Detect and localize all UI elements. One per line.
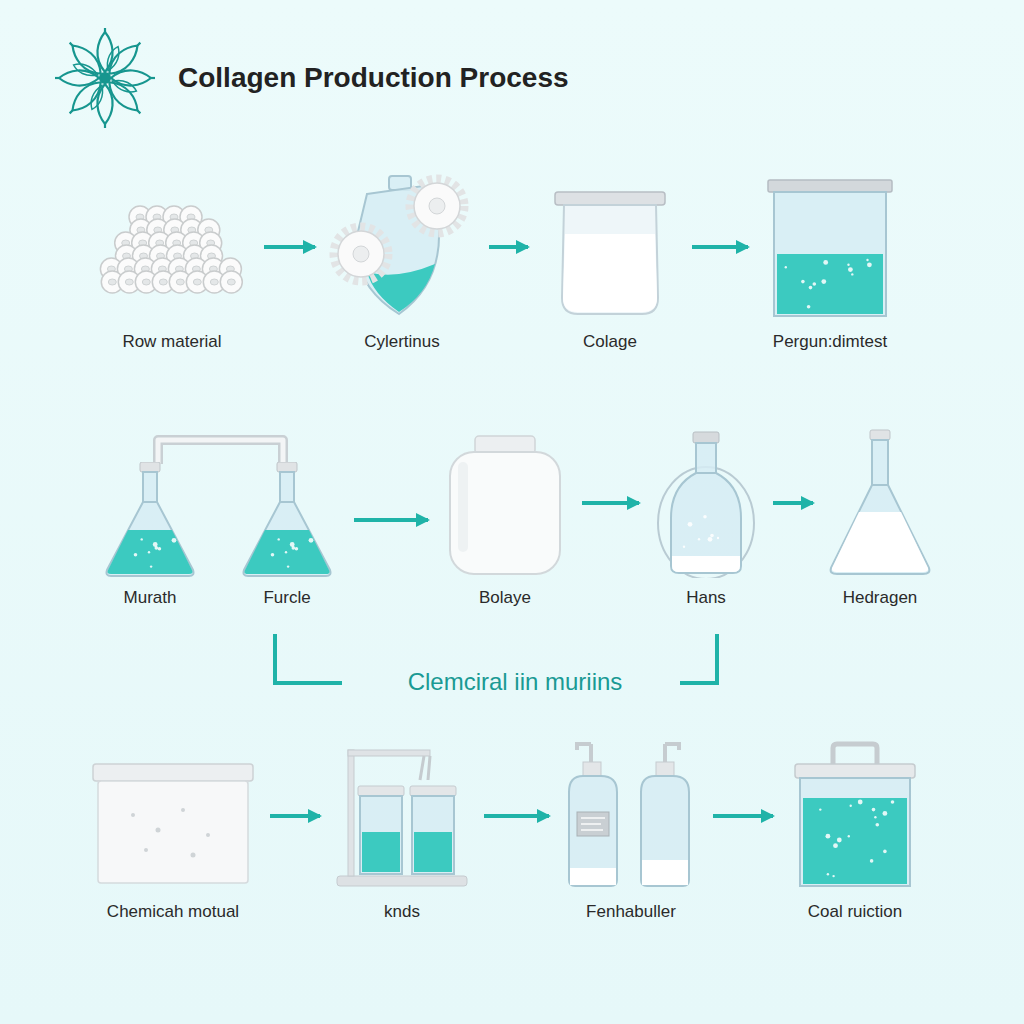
- step-label: Colage: [536, 332, 684, 352]
- equipment-illustration: [785, 740, 925, 892]
- flow-arrow: [713, 816, 773, 817]
- arrow-line: [582, 501, 639, 505]
- step-label: Fenhabuller: [557, 902, 705, 922]
- arrow-line: [692, 245, 748, 249]
- process-step: Coal ruiction: [781, 740, 929, 922]
- step-label: Row material: [88, 332, 256, 352]
- equipment-illustration: [825, 428, 935, 578]
- equipment-illustration: [760, 172, 900, 322]
- equipment-illustration: [332, 740, 472, 892]
- equipment-illustration: [88, 740, 258, 892]
- step-label: Hedragen: [821, 588, 939, 608]
- step-label: Cylertinus: [323, 332, 481, 352]
- equipment-illustration: [651, 428, 761, 578]
- step-label: Furcle: [228, 588, 346, 608]
- equipment-illustration: [440, 428, 570, 578]
- equipment-illustration: [95, 462, 205, 578]
- step-label: Hans: [647, 588, 765, 608]
- arrow-line: [773, 501, 813, 505]
- equipment-illustration: [92, 172, 252, 322]
- step-label: knds: [328, 902, 476, 922]
- process-step: Cylertinus: [323, 172, 481, 352]
- pipe-outline: [158, 440, 283, 464]
- equipment-illustration: [327, 172, 477, 322]
- flow-arrow: [264, 247, 315, 248]
- arrow-line: [713, 814, 773, 818]
- arrow-line: [270, 814, 320, 818]
- process-step: Chemicah motual: [84, 740, 262, 922]
- process-step: Fenhabuller: [557, 740, 705, 922]
- pipe-core: [158, 440, 283, 464]
- flow-arrow: [354, 520, 428, 521]
- process-step: Pergun:dimtest: [756, 172, 904, 352]
- arrow-line: [264, 245, 315, 249]
- flow-arrow: [582, 503, 639, 504]
- equipment-illustration: [561, 740, 701, 892]
- flow-arrow: [270, 816, 320, 817]
- process-step: Bolaye: [436, 428, 574, 608]
- arrow-line: [489, 245, 528, 249]
- group-label: Clemciral iin muriins: [315, 668, 715, 696]
- flow-arrow: [484, 816, 549, 817]
- equipment-illustration: [540, 172, 680, 322]
- arrow-line: [484, 814, 549, 818]
- connecting-pipe: [158, 440, 283, 464]
- equipment-illustration: [232, 462, 342, 578]
- flow-arrow: [773, 503, 813, 504]
- process-step: Hedragen: [821, 428, 939, 608]
- process-step: Row material: [88, 172, 256, 352]
- step-label: Bolaye: [436, 588, 574, 608]
- flow-arrow: [489, 247, 528, 248]
- logo: [55, 28, 155, 128]
- process-step: Hans: [647, 428, 765, 608]
- process-step: Murath: [91, 462, 209, 608]
- process-step: Colage: [536, 172, 684, 352]
- step-label: Coal ruiction: [781, 902, 929, 922]
- step-label: Pergun:dimtest: [756, 332, 904, 352]
- process-step: Furcle: [228, 462, 346, 608]
- step-label: Chemicah motual: [84, 902, 262, 922]
- step-label: Murath: [91, 588, 209, 608]
- flow-arrow: [692, 247, 748, 248]
- diagram-title: Collagen Production Process: [178, 62, 569, 94]
- arrow-line: [354, 518, 428, 522]
- process-step: knds: [328, 740, 476, 922]
